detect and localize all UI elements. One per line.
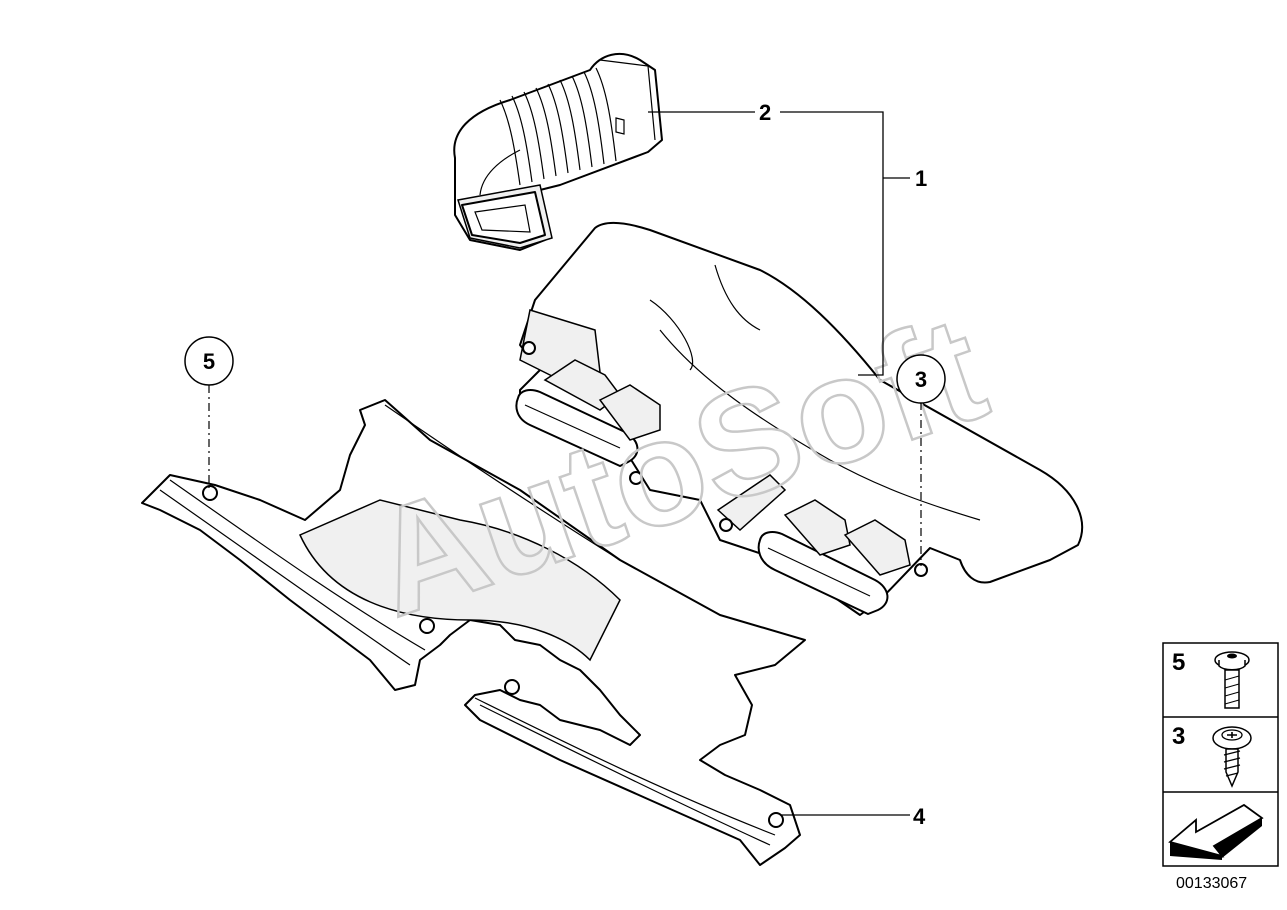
flange-bolt-icon (1214, 651, 1250, 709)
air-intake-housing[interactable] (515, 222, 1083, 616)
callout-part-4[interactable]: 4 (913, 804, 926, 829)
fastener-legend: 5 3 (1162, 642, 1279, 867)
legend-item-screw5[interactable]: 5 (1172, 649, 1250, 709)
legend-item-screw3[interactable]: 3 (1172, 723, 1252, 788)
legend-label-5: 5 (1172, 649, 1185, 676)
self-tapping-screw-icon (1212, 726, 1252, 788)
legend-label-3: 3 (1172, 723, 1185, 750)
diagram-id: 00133067 (1176, 875, 1247, 892)
leader-part1-bracket (780, 111, 910, 376)
direction-arrow-icon (1168, 803, 1264, 860)
circled-ref-screw3[interactable]: 3 (896, 354, 946, 404)
circled-ref-screw5-label: 5 (203, 349, 215, 374)
cowl-cover[interactable] (141, 399, 806, 866)
circled-ref-screw5[interactable]: 5 (184, 336, 234, 386)
air-duct-hose[interactable] (453, 52, 663, 251)
callout-part-1[interactable]: 1 (915, 166, 927, 191)
circled-ref-screw3-label: 3 (915, 367, 927, 392)
callout-part-2[interactable]: 2 (759, 100, 771, 125)
